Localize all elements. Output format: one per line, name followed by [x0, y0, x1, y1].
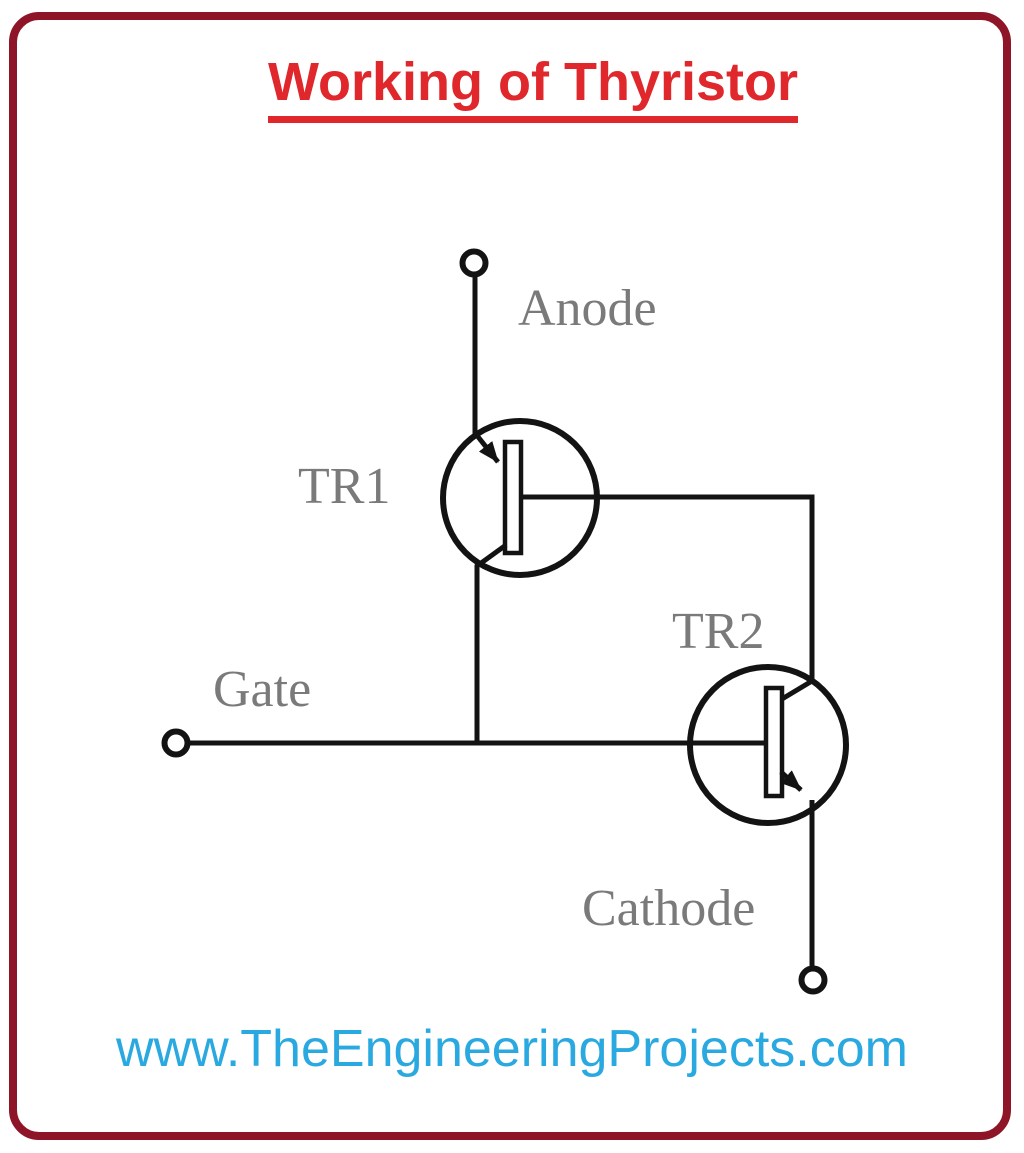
- tr1-base-to-tr2-collector-wire: [521, 494, 815, 702]
- cathode-label: Cathode: [582, 880, 756, 937]
- tr1-collector-to-gate-wire: [474, 542, 508, 743]
- tr2-base-bar: [763, 685, 785, 799]
- tr1-base-bar: [502, 439, 524, 556]
- tr1-emitter-wire: [473, 431, 500, 464]
- page-title: Working of Thyristor: [268, 52, 799, 123]
- anode-terminal-circle: [459, 248, 489, 278]
- tr1-label: TR1: [298, 458, 391, 515]
- page-border: [9, 12, 1011, 1140]
- cathode-terminal-circle: [798, 965, 828, 995]
- website-url: www.TheEngineeringProjects.com: [116, 1020, 908, 1078]
- tr2-label: TR2: [672, 603, 765, 660]
- tr2-emitter-wire: [779, 770, 803, 792]
- anode-label: Anode: [518, 280, 657, 337]
- gate-terminal-circle: [161, 728, 191, 758]
- page-title-text: Working of Thyristor: [268, 52, 799, 123]
- gate-label: Gate: [213, 661, 312, 718]
